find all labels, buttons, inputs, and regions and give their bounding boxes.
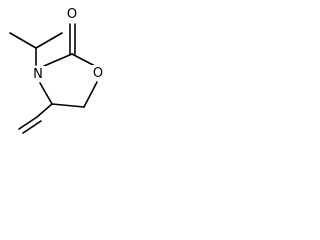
ring-nitrogen-label-bg [31, 66, 45, 81]
ring-oxygen-label: O [93, 66, 103, 81]
ring-nitrogen-label: N [33, 67, 43, 82]
ch2-to-ch-bond [51, 103, 85, 108]
ch-to-nitrogen-bond [39, 82, 53, 105]
ring-oxygen-label-bg [91, 65, 106, 80]
vinyl-double-bond-line-2 [22, 120, 42, 134]
nitrogen-to-carbonyl-carbon-bond [43, 53, 73, 67]
isopropyl-right-methyl-bond [35, 32, 63, 49]
isopropyl-left-methyl-bond [9, 32, 37, 49]
carbonyl-oxygen-label-bg [65, 6, 79, 21]
carbonyl-oxygen-label: O [67, 7, 77, 22]
carbonyl-carbon-to-ring-oxygen-bond [71, 53, 96, 67]
vinyl-double-bond-line-1 [18, 116, 38, 130]
ring-oxygen-to-ch2-bond [83, 81, 98, 108]
oxazolidinone-structure: O N O [9, 6, 106, 134]
ch-to-vinyl-bond [36, 103, 53, 118]
